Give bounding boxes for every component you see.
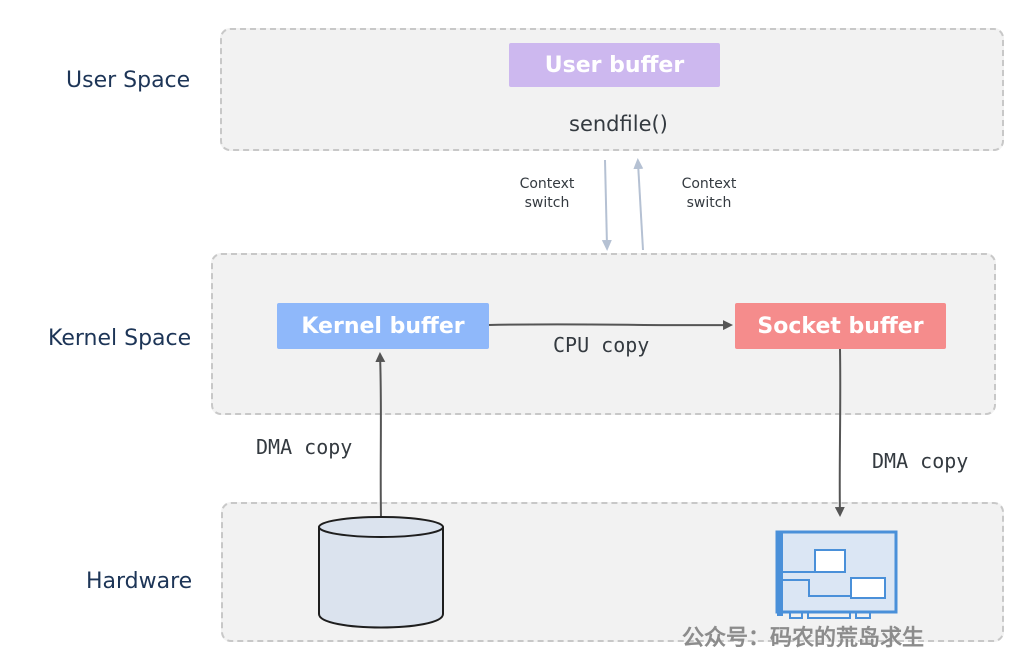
user-space-label: User Space [66,68,191,93]
kernel-space-label: Kernel Space [48,326,192,351]
dma-copy-in-arrow [375,352,386,519]
kernel-buffer-box: Kernel buffer [277,303,489,349]
hardware-label: Hardware [86,569,193,594]
context-switch-down-line1: Context [519,176,575,192]
socket-buffer-box: Socket buffer [735,303,946,349]
dma-copy-out-label: DMA copy [872,449,969,473]
context-switch-down-arrow [601,159,612,251]
network-card-icon [775,530,898,619]
context-switch-down-line2: switch [524,195,570,211]
disk-cylinder-icon [318,516,444,629]
context-switch-up-label: Context switch [674,175,744,213]
dma-copy-in-label: DMA copy [256,435,353,459]
dma-copy-out-arrow [834,348,845,517]
context-switch-up-arrow [633,158,644,251]
cpu-copy-label: CPU copy [553,333,650,357]
context-switch-down-label: Context switch [512,175,582,213]
sendfile-call-label: sendfile() [569,112,668,136]
user-buffer-box: User buffer [509,43,720,87]
watermark-text: 公众号：码农的荒岛求生 [682,626,925,651]
cpu-copy-arrow [488,320,733,331]
context-switch-up-line2: switch [686,195,732,211]
context-switch-up-line1: Context [681,176,737,192]
